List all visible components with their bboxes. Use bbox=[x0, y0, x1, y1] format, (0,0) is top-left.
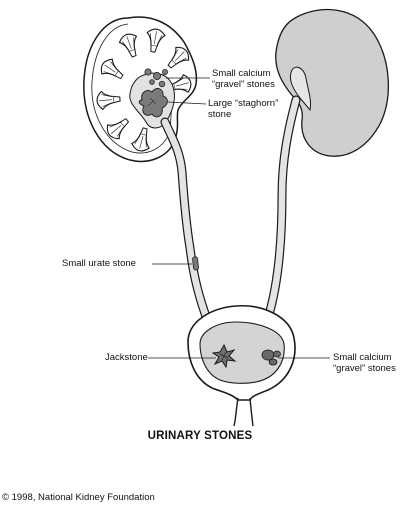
bladder-lumen bbox=[199, 321, 285, 384]
copyright-notice: © 1998, National Kidney Foundation bbox=[2, 492, 155, 503]
bladder-gravel-stones bbox=[261, 349, 281, 366]
label-jackstone: Jackstone bbox=[105, 352, 148, 363]
right-kidney bbox=[275, 8, 389, 157]
staghorn-stone bbox=[138, 88, 168, 118]
right-renal-pelvis bbox=[289, 66, 311, 112]
urethra bbox=[233, 397, 254, 427]
kidney-gravel-stones bbox=[144, 68, 168, 88]
leader-lines bbox=[148, 77, 330, 359]
figure-title: URINARY STONES bbox=[147, 430, 253, 442]
urate-stone bbox=[192, 256, 199, 271]
jackstone bbox=[211, 343, 237, 369]
label-bladder-gravel: Small calcium “gravel” stones bbox=[333, 352, 396, 374]
label-kidney-gravel: Small calcium “gravel” stones bbox=[212, 68, 275, 90]
label-urate-stone: Small urate stone bbox=[62, 258, 136, 269]
label-staghorn-stone: Large “staghorn” stone bbox=[208, 98, 279, 120]
